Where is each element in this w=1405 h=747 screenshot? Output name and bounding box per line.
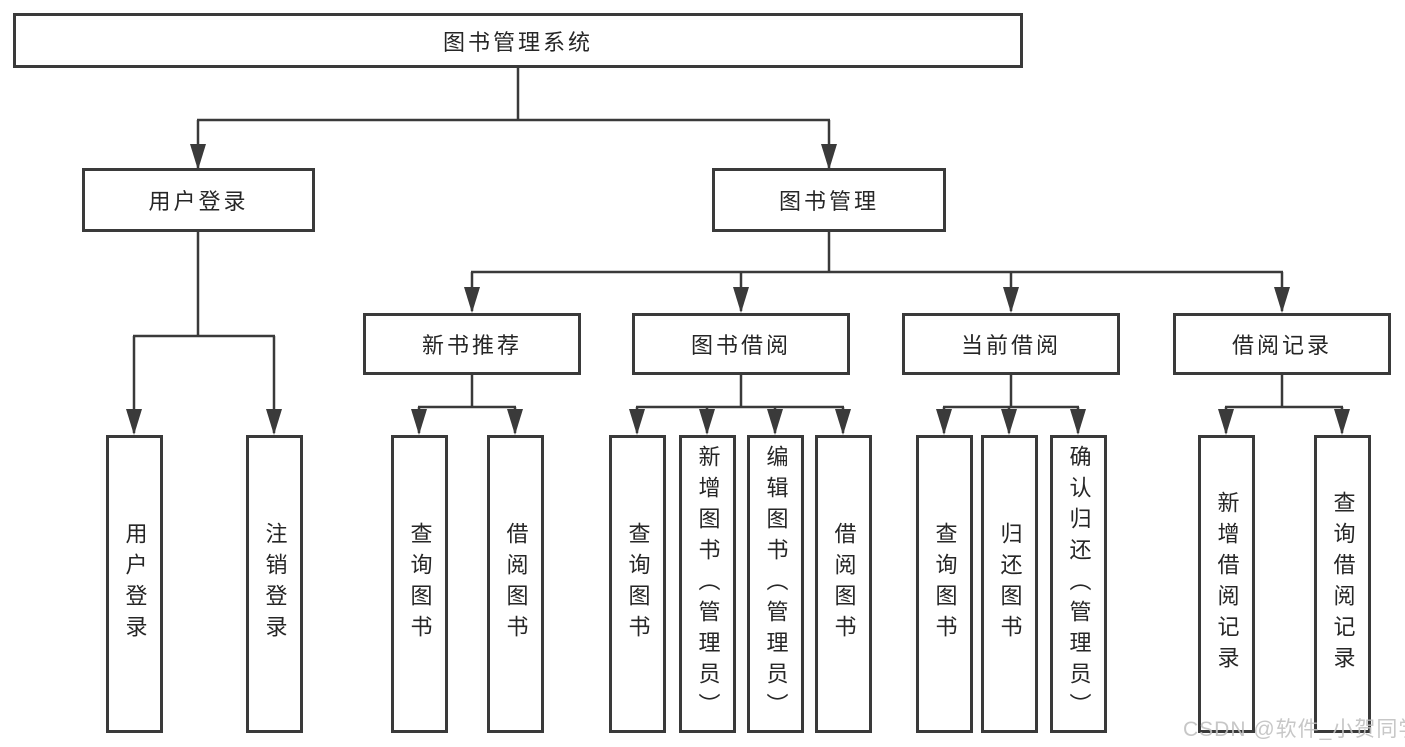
arrow-down-icon (411, 409, 427, 435)
module-box-new-book-recommend: 新书推荐 (363, 313, 581, 375)
arrow-down-icon (629, 409, 645, 435)
connector-borrow-records-to-leaves (1218, 375, 1350, 435)
leaf-box-add-books-admin: 新增图书（管理员） (679, 435, 736, 733)
module-label: 新书推荐 (421, 333, 522, 358)
module-label: 借阅记录 (1231, 333, 1332, 358)
leaf-box-borrow-books: 借阅图书 (487, 435, 544, 733)
leaf-label: 借阅图书 (503, 522, 529, 646)
arrow-down-icon (936, 409, 952, 435)
module-box-borrow-records: 借阅记录 (1173, 313, 1391, 375)
root-box-library-system: 图书管理系统 (13, 13, 1023, 68)
connector-book-borrow-to-leaves (629, 375, 851, 435)
leaf-label: 新增图书（管理员） (695, 444, 721, 724)
branch-box-user-login: 用户登录 (82, 168, 315, 232)
leaf-label: 查询图书 (625, 522, 651, 646)
leaf-label: 归还图书 (997, 522, 1023, 646)
branch-label: 图书管理 (778, 189, 879, 214)
branch-label: 用户登录 (148, 189, 249, 214)
arrow-down-icon (767, 409, 783, 435)
leaf-box-user-login: 用户登录 (106, 435, 163, 733)
arrow-down-icon (733, 287, 749, 313)
leaf-box-confirm-return-admin: 确认归还（管理员） (1050, 435, 1107, 733)
module-box-current-borrow: 当前借阅 (902, 313, 1120, 375)
leaf-label: 确认归还（管理员） (1066, 444, 1092, 724)
arrow-down-icon (1001, 409, 1017, 435)
leaf-box-query-books: 查询图书 (916, 435, 973, 733)
arrow-down-icon (821, 144, 837, 170)
connector-book-management-to-level3 (464, 232, 1290, 313)
arrow-down-icon (507, 409, 523, 435)
arrow-down-icon (1003, 287, 1019, 313)
leaf-box-borrow-books: 借阅图书 (815, 435, 872, 733)
leaf-box-query-books: 查询图书 (391, 435, 448, 733)
arrow-down-icon (190, 144, 206, 170)
arrow-down-icon (1070, 409, 1086, 435)
leaf-label: 查询图书 (407, 522, 433, 646)
leaf-box-add-borrow-record: 新增借阅记录 (1198, 435, 1255, 733)
connector-user-login-to-leaves (126, 232, 282, 435)
leaf-box-return-books: 归还图书 (981, 435, 1038, 733)
leaf-label: 查询图书 (932, 522, 958, 646)
connector-new-book-to-leaves (411, 375, 523, 435)
arrow-down-icon (835, 409, 851, 435)
arrow-down-icon (1274, 287, 1290, 313)
module-box-book-borrow: 图书借阅 (632, 313, 850, 375)
arrow-down-icon (1334, 409, 1350, 435)
leaf-label: 借阅图书 (831, 522, 857, 646)
leaf-label: 用户登录 (122, 522, 148, 646)
leaf-label: 注销登录 (262, 522, 288, 646)
leaf-label: 新增借阅记录 (1214, 491, 1240, 677)
arrow-down-icon (266, 409, 282, 435)
connector-current-borrow-to-leaves (936, 375, 1086, 435)
leaf-label: 查询借阅记录 (1330, 491, 1356, 677)
leaf-box-edit-books-admin: 编辑图书（管理员） (747, 435, 804, 733)
connector-root-to-level2 (190, 68, 837, 170)
arrow-down-icon (464, 287, 480, 313)
module-label: 图书借阅 (690, 333, 791, 358)
branch-box-book-management: 图书管理 (712, 168, 946, 232)
arrow-down-icon (1218, 409, 1234, 435)
root-label: 图书管理系统 (442, 29, 593, 55)
module-label: 当前借阅 (960, 333, 1061, 358)
leaf-box-logout: 注销登录 (246, 435, 303, 733)
arrow-down-icon (126, 409, 142, 435)
leaf-label: 编辑图书（管理员） (763, 444, 789, 724)
leaf-box-query-books: 查询图书 (609, 435, 666, 733)
arrow-down-icon (699, 409, 715, 435)
leaf-box-query-borrow-record: 查询借阅记录 (1314, 435, 1371, 733)
watermark: CSDN @软件_小贺同学 (1183, 718, 1405, 741)
